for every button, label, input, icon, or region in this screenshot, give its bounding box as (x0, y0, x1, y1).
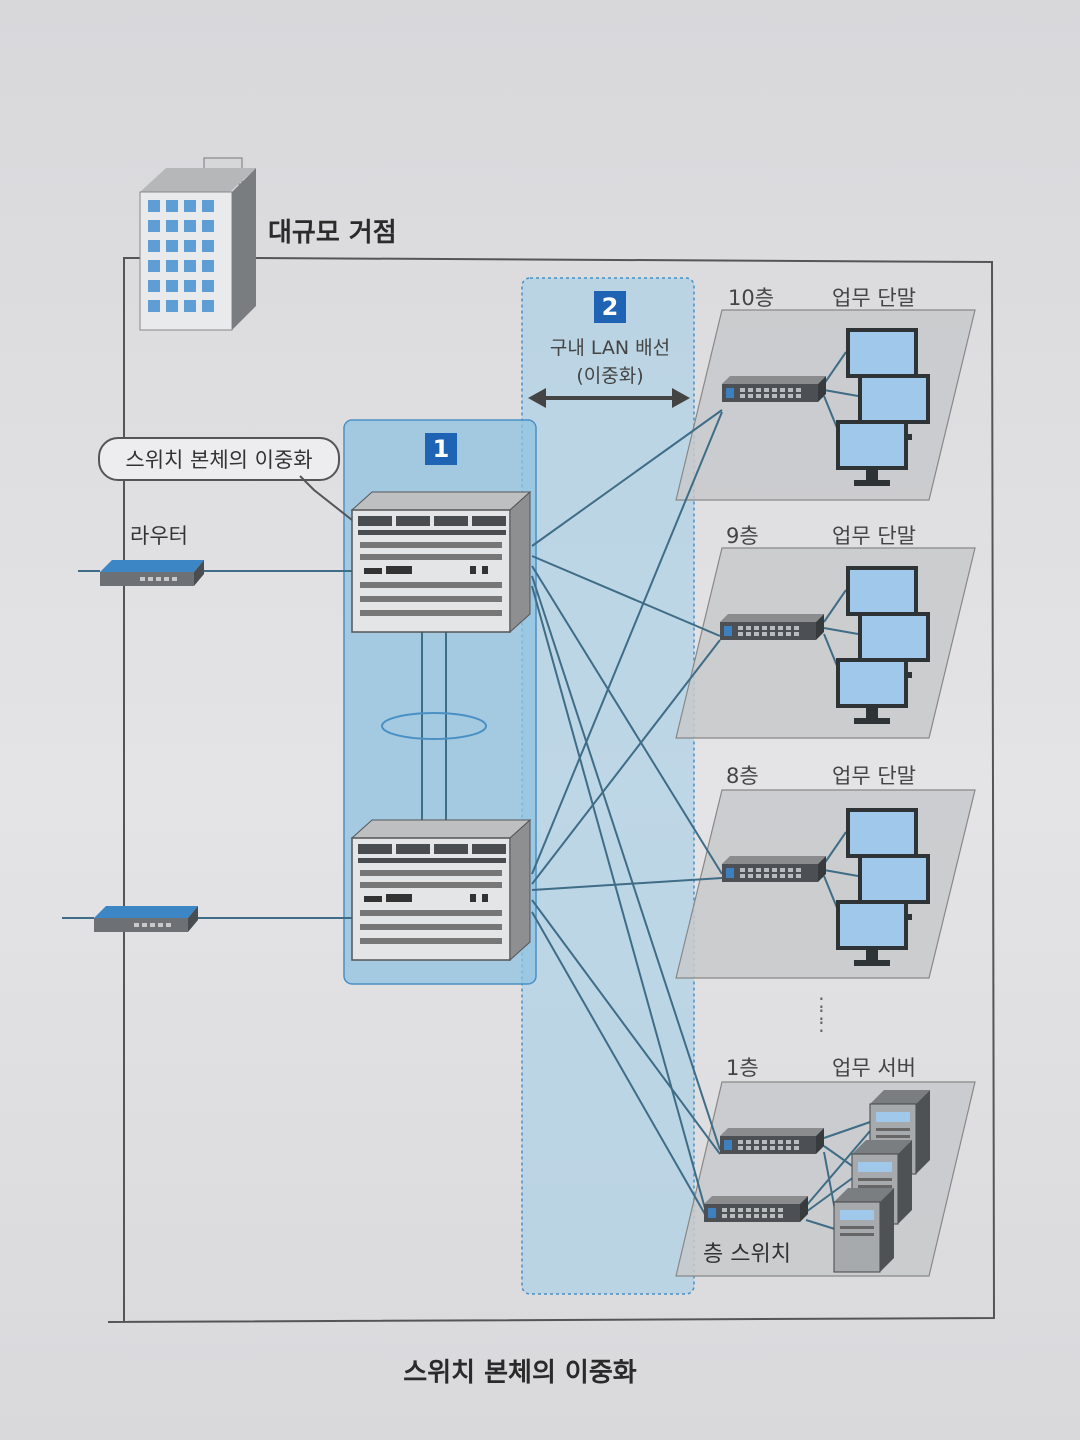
core-switch-secondary-icon (351, 819, 531, 961)
ellipsis-mark: : (818, 989, 825, 1013)
link-aggregation-ellipse (381, 712, 487, 740)
floor-10-label: 10층 (728, 286, 775, 310)
floor-uplinks (531, 409, 723, 1217)
inter-switch-links (421, 632, 447, 820)
floor-switch-label: 층 스위치 (703, 1242, 791, 1267)
floor-1-label: 1층 (726, 1056, 759, 1080)
wan-links (62, 570, 360, 919)
figure-caption: 스위치 본체의 이중화 (403, 1358, 637, 1388)
floor-switch-8-icon (722, 856, 826, 882)
floor-switch-10-icon (722, 376, 826, 402)
floor-1-role: 업무 서버 (832, 1056, 916, 1080)
badge-2: 2 (594, 291, 626, 323)
floor-plane-8 (675, 789, 976, 979)
lan-wiring-label-text: 구내 LAN 배선 (이중화) (549, 337, 671, 387)
ellipsis-mark: : (818, 1013, 825, 1037)
floor-9-role: 업무 단말 (832, 524, 916, 548)
building-icon (139, 157, 256, 331)
floor-switch-9-icon (720, 614, 824, 640)
router-primary-icon (100, 560, 204, 586)
server-icon (833, 1187, 895, 1273)
ellipsis-mark: : (818, 1001, 825, 1025)
callout-switch-redundancy: 스위치 본체의 이중화 (98, 437, 340, 481)
core-switch-primary-icon (351, 491, 531, 633)
floor-8-role: 업무 단말 (832, 764, 916, 788)
site-boundary (107, 257, 996, 1323)
floor-switch-1a-icon (720, 1128, 824, 1154)
double-arrow-icon (528, 388, 690, 408)
floor-8-label: 8층 (726, 764, 759, 788)
floor-planes (675, 309, 976, 1277)
site-title: 대규모 거점 (268, 218, 397, 248)
router-secondary-icon (94, 906, 198, 932)
router-label: 라우터 (130, 524, 188, 548)
floor-9-label: 9층 (726, 524, 759, 548)
site-boundary-left (123, 257, 240, 1322)
floor-switch-1b-icon (704, 1196, 808, 1222)
floor-plane-9 (675, 547, 976, 739)
lan-wiring-label: 구내 LAN 배선 (이중화) (522, 334, 698, 390)
floor-plane-10 (675, 309, 976, 501)
floor-10-role: 업무 단말 (832, 286, 916, 310)
ellipsis-vertical: : : : (818, 989, 825, 1037)
callout-pointer (299, 475, 353, 521)
badge-1: 1 (425, 433, 457, 465)
